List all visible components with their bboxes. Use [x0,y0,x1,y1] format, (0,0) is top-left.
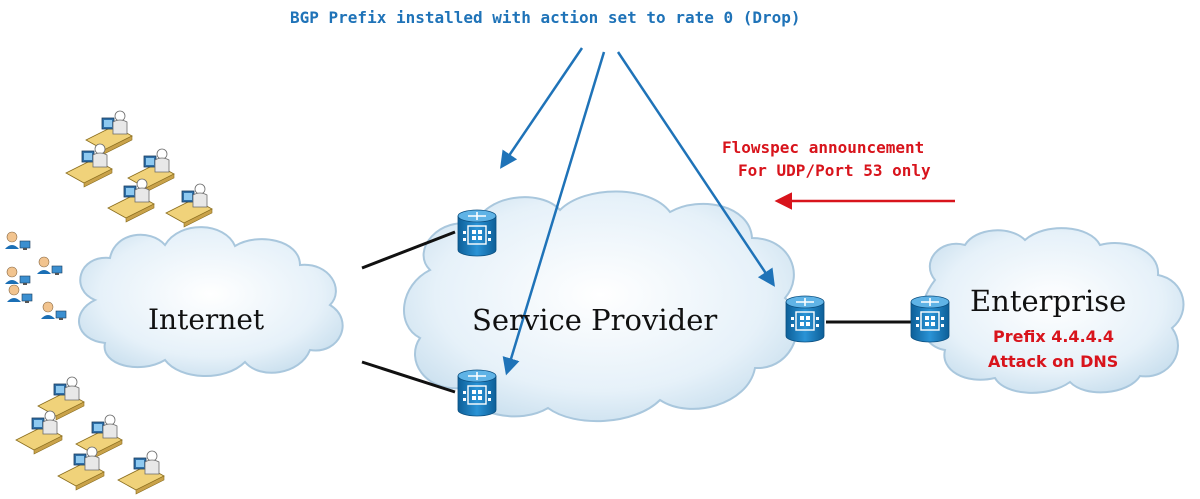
router-icon [457,209,497,257]
user-workstation-icon [127,148,175,193]
user-workstation-icon [37,376,85,421]
user-workstation-icon [6,284,33,304]
user-workstation-icon [40,301,67,321]
user-workstation-icon [65,143,113,188]
flowspec-line1: Flowspec announcement [722,138,925,157]
enterprise-cloud [920,227,1185,394]
bgp-arrows [500,47,775,376]
bgp-arrow-edge-router [616,51,775,287]
router-icon [785,295,825,343]
link-internet-pe-top [361,230,456,270]
users-bottom-group [15,376,165,495]
user-workstation-icon [75,414,123,459]
user-workstation-icon [15,410,63,455]
internet-label: Internet [148,303,265,336]
user-workstation-icon [107,178,155,223]
user-workstation-icon [36,256,63,276]
flowspec-line2: For UDP/Port 53 only [738,161,931,180]
bgp-title: BGP Prefix installed with action set to … [290,8,801,27]
users-top-group [65,110,213,228]
bgp-arrow-top-router [500,47,584,169]
link-internet-pe-bottom [361,360,456,394]
service-provider-label: Service Provider [472,303,718,337]
user-workstation-icon [117,450,165,495]
enterprise-prefix-note: Prefix 4.4.4.4 [993,327,1114,346]
internet-cloud [78,226,344,377]
user-workstation-icon [4,266,31,286]
user-workstation-icon [165,183,213,228]
user-workstation-icon [4,231,31,251]
enterprise-attack-note: Attack on DNS [988,352,1119,371]
network-links [361,230,912,394]
user-workstation-icon [57,446,105,491]
router-icon [910,295,950,343]
router-icon [457,369,497,417]
bgp-arrow-bottom-router [502,51,606,376]
users-left-group [4,231,67,321]
user-workstation-icon [85,110,133,155]
enterprise-label: Enterprise [970,284,1127,318]
